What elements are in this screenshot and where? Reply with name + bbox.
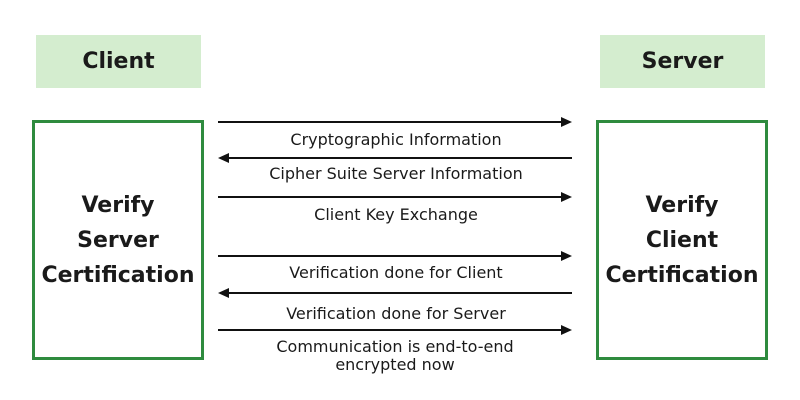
- server-header-label: Server: [641, 49, 724, 74]
- message-label: Cryptographic Information: [290, 130, 502, 149]
- message-label: Client Key Exchange: [314, 205, 478, 224]
- server-box-text: Verify Client Certification: [605, 188, 758, 293]
- arrowhead-icon: [561, 251, 572, 261]
- server-box-line: Certification: [605, 262, 759, 288]
- message-label: Verification done for Server: [286, 304, 506, 323]
- client-box-text: Verify Server Certification: [41, 188, 194, 293]
- message-label: Verification done for Client: [289, 263, 503, 282]
- client-header-label: Client: [82, 49, 155, 74]
- server-box-line: Client: [645, 227, 719, 253]
- arrow-to-client: [218, 153, 572, 163]
- client-box-line: Verify: [81, 192, 155, 218]
- arrow-to-server: [218, 117, 572, 127]
- arrow-to-server: [218, 192, 572, 202]
- client-box-line: Server: [77, 227, 159, 253]
- arrow-to-server: [218, 325, 572, 335]
- arrowhead-icon: [561, 325, 572, 335]
- server-header: Server: [600, 35, 765, 88]
- message-label: Cipher Suite Server Information: [269, 164, 523, 183]
- server-box-line: Verify: [645, 192, 719, 218]
- client-box: Verify Server Certification: [32, 120, 204, 360]
- arrowhead-icon: [561, 117, 572, 127]
- arrow-to-client: [218, 288, 572, 298]
- arrow-to-server: [218, 251, 572, 261]
- message-label: Communication is end-to-end encrypted no…: [276, 337, 514, 374]
- server-box: Verify Client Certification: [596, 120, 768, 360]
- client-header: Client: [36, 35, 201, 88]
- client-box-line: Certification: [41, 262, 195, 288]
- arrowhead-icon: [218, 153, 229, 163]
- arrowhead-icon: [561, 192, 572, 202]
- arrowhead-icon: [218, 288, 229, 298]
